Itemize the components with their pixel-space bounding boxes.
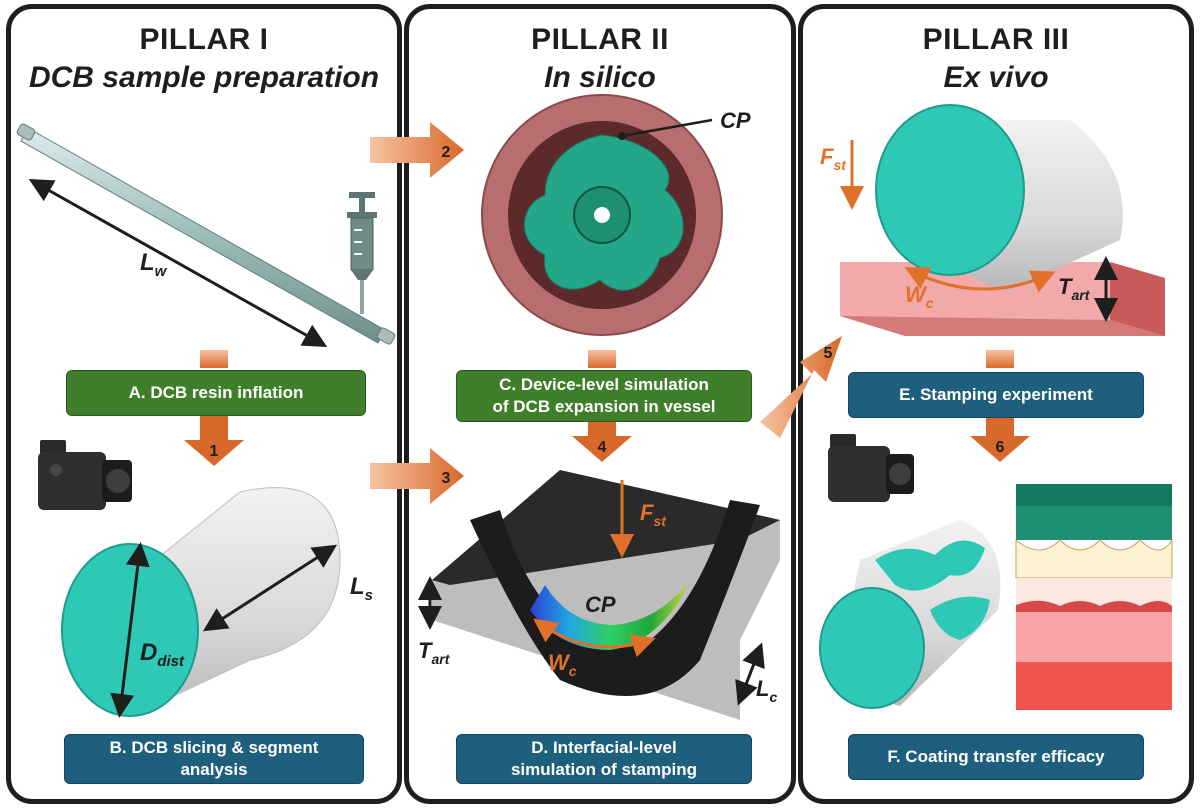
tart-label-exp: Tart (1058, 274, 1091, 303)
tart-label-sim: Tart (418, 638, 451, 667)
step-c-label-line1: C. Device-level simulation (499, 375, 709, 394)
wc-label-sim: Wc (548, 650, 577, 679)
step-b-label-line2: analysis (180, 760, 248, 779)
camera-icon (38, 440, 132, 510)
step-a-label: A. DCB resin inflation (128, 383, 304, 402)
flow-stub-e (986, 350, 1014, 368)
step-a-box: A. DCB resin inflation (66, 370, 366, 416)
wc-arc-exp (904, 267, 1056, 293)
pillar-1-subtitle: DCB sample preparation (28, 61, 380, 94)
stamping-experiment (840, 104, 1165, 336)
ls-dimension-arrow (202, 544, 338, 632)
step-c-label-line2: of DCB expansion in vessel (492, 397, 716, 416)
wc-label-exp: Wc (905, 282, 934, 311)
arrow-2: 2 (370, 122, 464, 178)
step-e-label: E. Stamping experiment (899, 385, 1093, 404)
lc-dimension (735, 642, 765, 706)
step-c-box: C. Device-level simulation of DCB expans… (456, 370, 752, 422)
arrow-3: 3 (370, 448, 464, 504)
svg-text:1: 1 (210, 443, 219, 460)
arrow-5: 5 (760, 336, 842, 438)
cp-label-sim: CP (585, 592, 616, 617)
flow-stub-a (200, 350, 228, 368)
ls-label: Ls (350, 573, 373, 604)
dcb-balloon (16, 123, 396, 345)
step-d-label-line1: D. Interfacial-level (531, 738, 677, 757)
arrow-4: 4 (572, 415, 632, 462)
pillar-1-title: PILLAR I (139, 23, 269, 56)
vessel-cross-section (481, 94, 723, 336)
fst-label-exp: Fst (820, 144, 847, 173)
syringe-icon (347, 192, 377, 314)
tissue-layers (1015, 484, 1173, 710)
dcb-segment-cylinder (61, 487, 341, 717)
coated-segment-cylinder (819, 520, 1001, 709)
cp-label-vessel: CP (720, 108, 751, 133)
flow-stub-c (588, 350, 616, 368)
svg-text:4: 4 (598, 439, 607, 456)
fst-label-sim: Fst (640, 500, 667, 529)
pillar-2-subtitle: In silico (544, 61, 656, 94)
step-e-box: E. Stamping experiment (848, 372, 1144, 418)
lc-label: Lc (756, 676, 777, 705)
pillar-3-subtitle: Ex vivo (943, 61, 1049, 94)
arrow-6: 6 (970, 415, 1030, 462)
svg-text:5: 5 (824, 345, 833, 362)
step-b-label-line1: B. DCB slicing & segment (109, 738, 319, 757)
svg-text:2: 2 (442, 144, 451, 161)
camera-icon (828, 434, 914, 502)
svg-text:6: 6 (996, 439, 1005, 456)
step-f-box: F. Coating transfer efficacy (848, 734, 1144, 780)
cp-leader-dot (618, 132, 626, 140)
svg-text:3: 3 (442, 470, 451, 487)
arrow-1: 1 (184, 415, 244, 466)
cp-leader-line (621, 118, 713, 138)
step-d-label-line2: simulation of stamping (510, 760, 698, 779)
step-b-box: B. DCB slicing & segment analysis (64, 734, 364, 784)
step-f-label: F. Coating transfer efficacy (887, 747, 1105, 766)
pillar-3-title: PILLAR III (922, 23, 1070, 56)
lw-label: Lw (140, 249, 168, 280)
d-dist-label: Ddist (140, 639, 185, 670)
lw-dimension-arrow (28, 179, 328, 347)
step-d-box: D. Interfacial-level simulation of stamp… (456, 734, 752, 784)
wc-arc-sim (533, 618, 656, 658)
pillar-2-title: PILLAR II (531, 23, 669, 56)
d-dimension-arrow (110, 542, 150, 718)
